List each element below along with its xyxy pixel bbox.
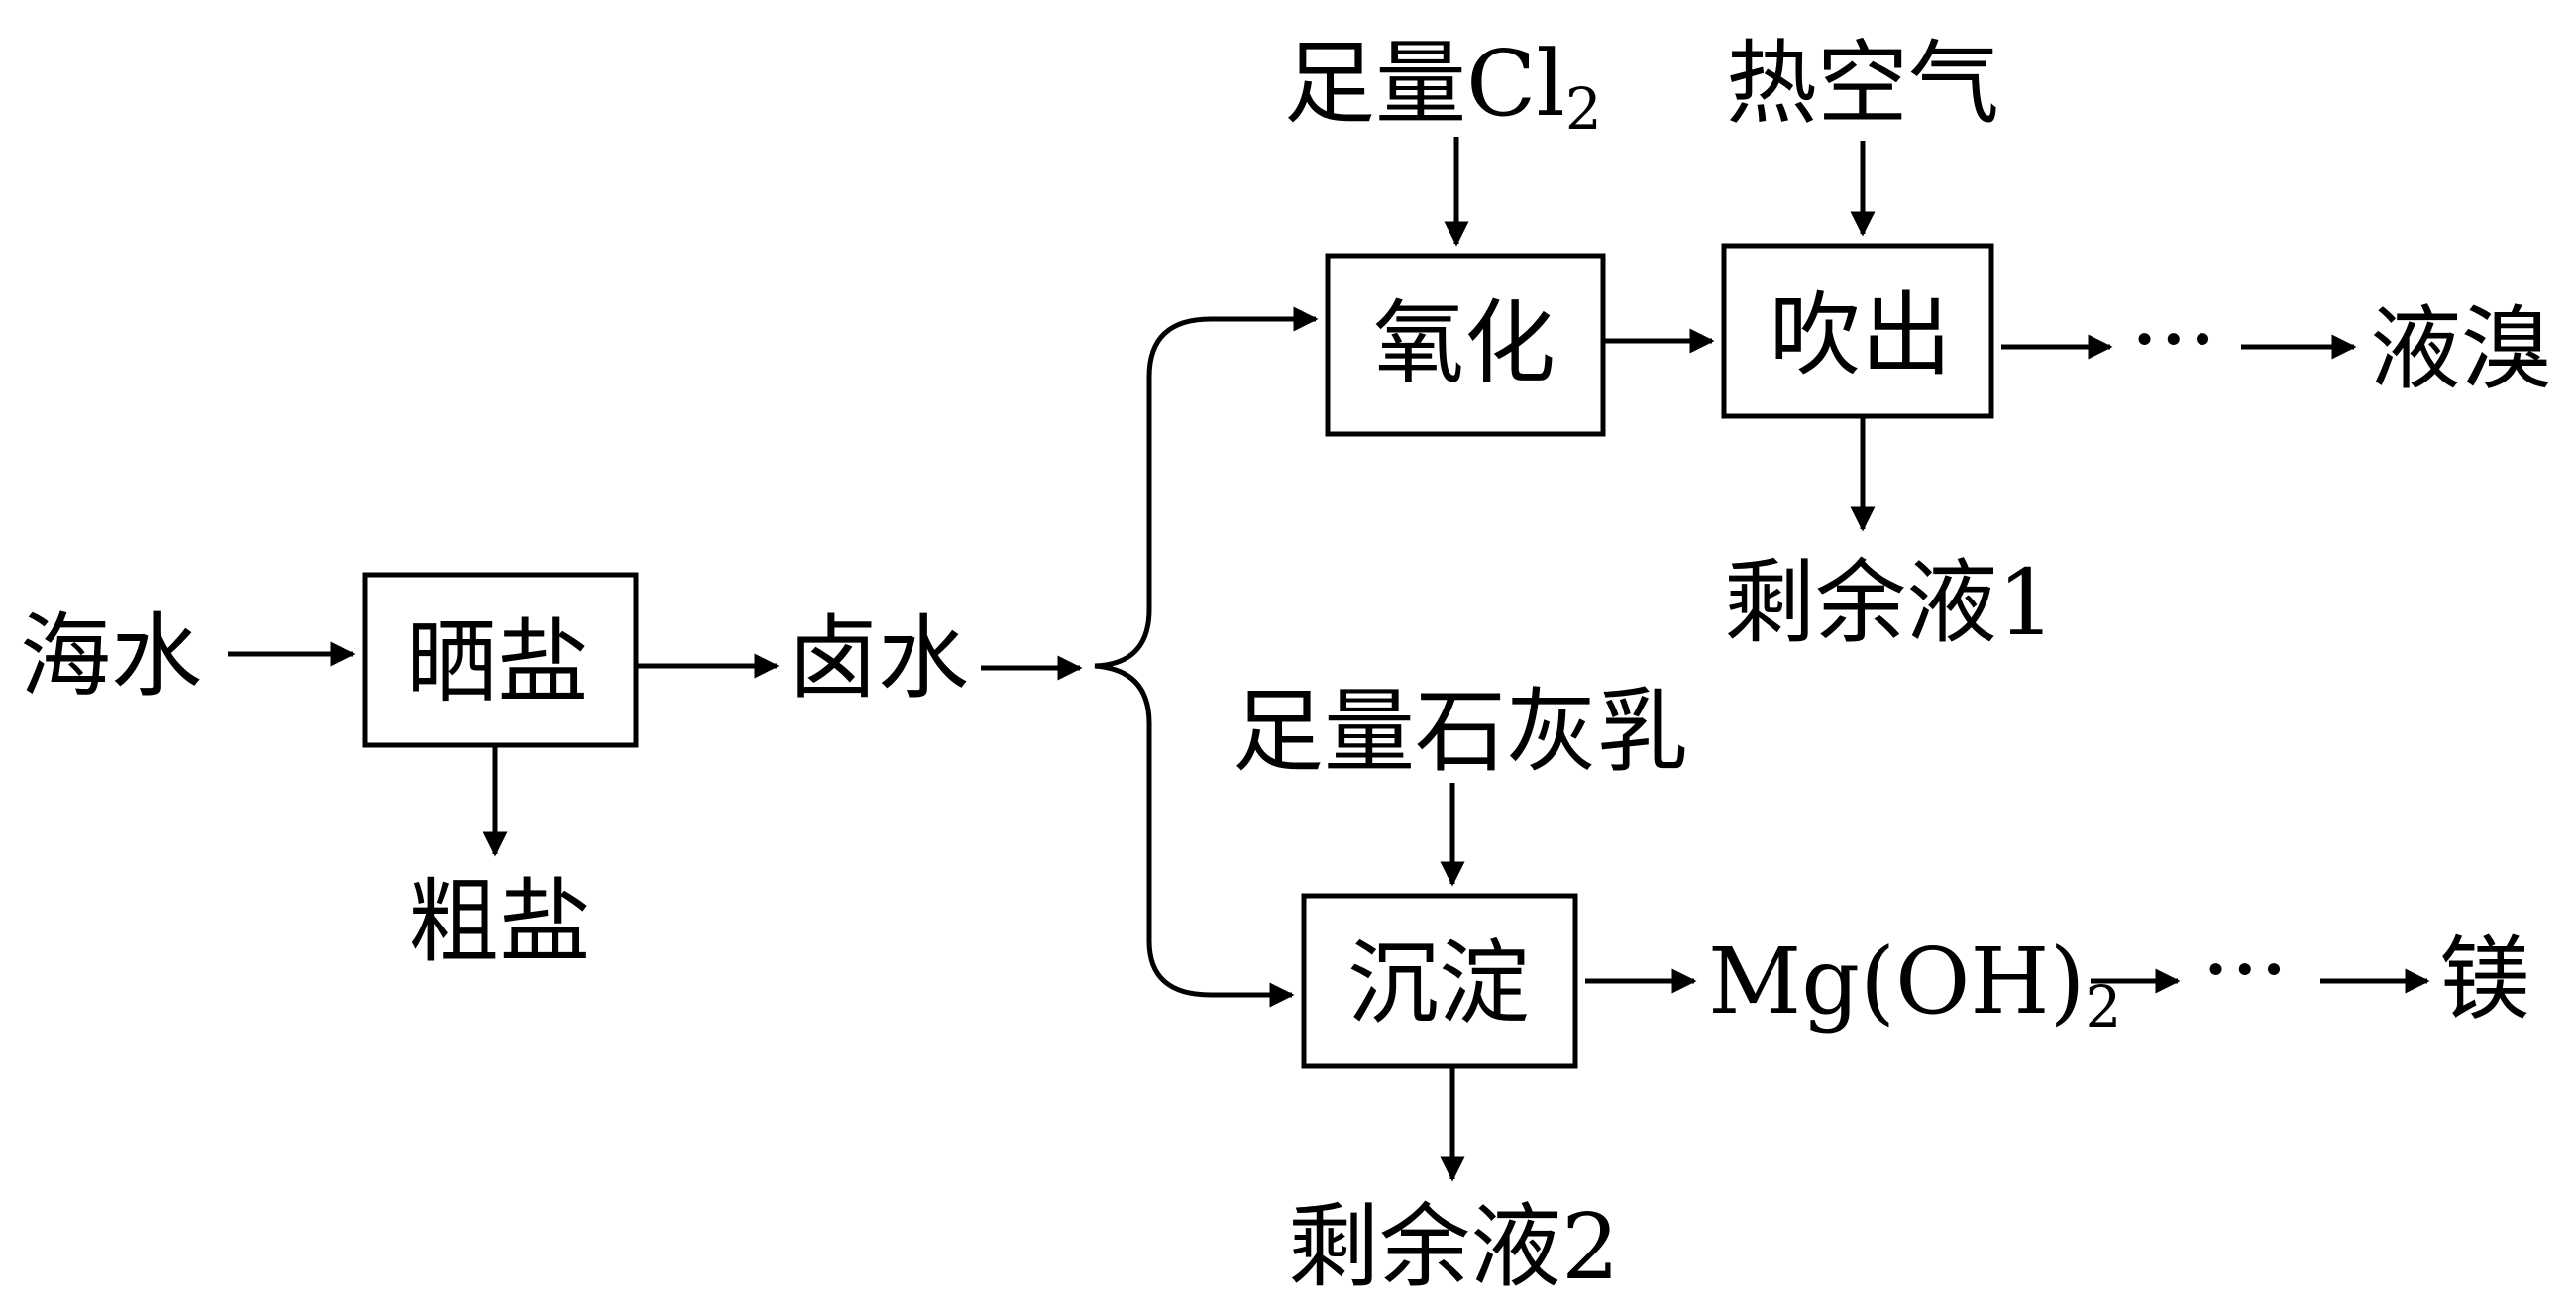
- label-liquid-bromine: 液溴: [2370, 296, 2552, 402]
- label-chlorine: 足量Cl2: [1284, 31, 1602, 143]
- label-crude-salt: 粗盐: [408, 869, 590, 975]
- label-mg-hydroxide: Mg(OH)2: [1708, 928, 2121, 1040]
- label-magnesium: 镁: [2439, 926, 2530, 1033]
- sun-dry-box: [362, 572, 639, 748]
- split-brace: [1094, 316, 1286, 998]
- label-ellipsis-bottom: ···: [2201, 917, 2289, 1023]
- label-blow-out: 吹出: [1770, 282, 1952, 388]
- label-lime-milk: 足量石灰乳: [1233, 679, 1688, 785]
- label-remainder-1: 剩余液1: [1724, 550, 2056, 656]
- label-ellipsis-top: ···: [2130, 286, 2217, 392]
- label-chlorine-subscript: 2: [1565, 75, 1602, 143]
- label-seawater: 海水: [20, 603, 202, 709]
- label-remainder-2: 剩余液2: [1288, 1194, 1620, 1300]
- connectors: [228, 137, 2430, 1182]
- label-mg-hydroxide-main: Mg(OH): [1708, 928, 2086, 1035]
- label-hot-air: 热空气: [1726, 31, 1999, 137]
- label-precipitate: 沉淀: [1347, 930, 1530, 1036]
- label-sun-dry: 晒盐: [406, 609, 589, 715]
- label-chlorine-main: 足量Cl: [1284, 31, 1565, 137]
- label-mg-hydroxide-subscript: 2: [2086, 973, 2122, 1040]
- label-oxidize: 氧化: [1373, 290, 1556, 396]
- label-brine: 卤水: [787, 605, 969, 711]
- blow-out-box: [1721, 243, 1994, 419]
- precipitate-box: [1301, 893, 1578, 1069]
- oxidize-box: [1325, 253, 1606, 437]
